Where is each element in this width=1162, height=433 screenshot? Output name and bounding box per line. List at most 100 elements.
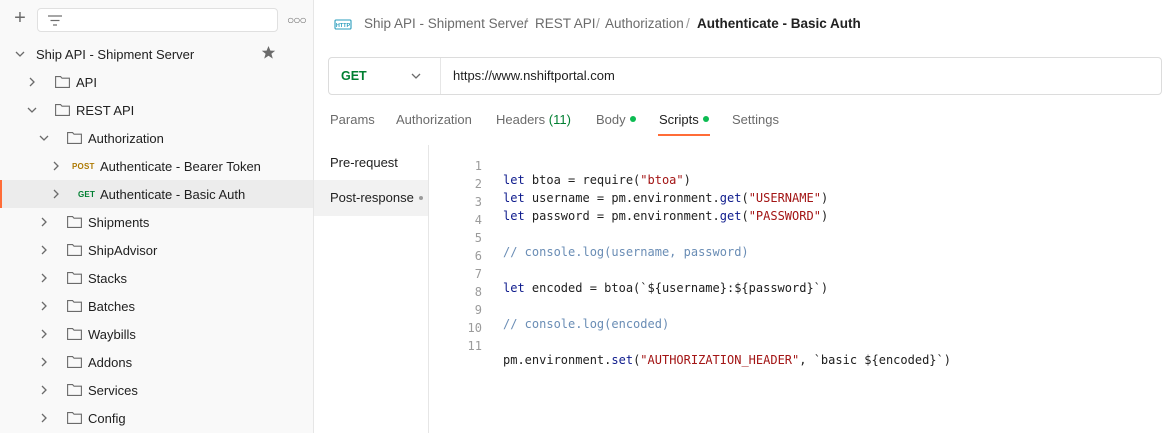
sidebar-item-label: ShipAdvisor: [88, 243, 158, 258]
sidebar-item-label: Authenticate - Basic Auth: [100, 187, 246, 202]
code-line: 11 pm.environment.set("AUTHORIZATION_HEA…: [430, 325, 951, 367]
status-dot: [629, 116, 636, 122]
line-number: 7: [474, 267, 482, 281]
pre-request-tab[interactable]: Pre-request: [314, 145, 428, 181]
code-text: let btoa = require("btoa"): [503, 173, 691, 187]
tab-body-label: Body: [596, 112, 626, 127]
sidebar-item-label: Batches: [88, 299, 135, 314]
folder-icon: [55, 104, 70, 116]
sidebar-item-label: Addons: [88, 355, 133, 370]
code-line: 5 // console.log(username, password): [430, 217, 749, 259]
line-number: 6: [474, 249, 482, 263]
code-editor[interactable]: 1 let btoa = require("btoa") 2 let usern…: [430, 145, 1162, 433]
http-request-icon: HTTP: [334, 19, 352, 30]
chevron-right-icon: [41, 413, 47, 423]
line-number: 8: [474, 285, 482, 299]
breadcrumb-authorization[interactable]: Authorization: [605, 16, 684, 31]
tab-scripts[interactable]: Scripts: [659, 112, 709, 127]
sidebar-item-basic-auth[interactable]: GET Authenticate - Basic Auth: [0, 180, 313, 208]
breadcrumb-separator: /: [596, 16, 600, 31]
tab-headers-label: Headers: [496, 112, 546, 127]
breadcrumb-separator: /: [686, 16, 690, 31]
code-line: 3 let password = pm.environment.get("PAS…: [430, 181, 828, 223]
star-icon[interactable]: [261, 45, 276, 60]
sidebar-item-addons[interactable]: Addons: [0, 348, 313, 376]
chevron-down-icon: [15, 51, 25, 57]
line-number: 4: [474, 213, 482, 227]
status-dot: [702, 116, 709, 122]
code-line: 10: [430, 307, 482, 335]
sidebar-item-shipments[interactable]: Shipments: [0, 208, 313, 236]
sidebar-item-label: Authenticate - Bearer Token: [100, 159, 261, 174]
sidebar-item-label: API: [76, 75, 97, 90]
tab-settings[interactable]: Settings: [732, 112, 779, 127]
sidebar: + ○○○ Ship API - Shipment Server API RES…: [0, 0, 314, 433]
request-url-bar: GET: [328, 57, 1162, 95]
code-text: // console.log(username, password): [503, 245, 749, 259]
sidebar-item-bearer-token[interactable]: POST Authenticate - Bearer Token: [0, 152, 313, 180]
method-badge-get: GET: [78, 190, 96, 199]
method-badge-post: POST: [72, 162, 95, 171]
tab-scripts-label: Scripts: [659, 112, 699, 127]
more-options-icon[interactable]: ○○○: [287, 13, 307, 27]
sidebar-item-shipadvisor[interactable]: ShipAdvisor: [0, 236, 313, 264]
chevron-right-icon: [29, 77, 35, 87]
breadcrumb-collection[interactable]: Ship API - Shipment Server: [364, 16, 529, 31]
add-button[interactable]: +: [14, 7, 26, 29]
chevron-right-icon: [41, 273, 47, 283]
sidebar-item-waybills[interactable]: Waybills: [0, 320, 313, 348]
line-number: 11: [467, 339, 482, 353]
sidebar-item-label: Shipments: [88, 215, 150, 230]
line-number: 5: [474, 231, 482, 245]
code-line: 4: [430, 199, 482, 227]
tab-headers[interactable]: Headers (11): [496, 112, 571, 127]
sidebar-item-label: Authorization: [88, 131, 164, 146]
svg-text:HTTP: HTTP: [336, 23, 351, 29]
pre-request-label: Pre-request: [330, 155, 398, 170]
tab-body[interactable]: Body: [596, 112, 636, 127]
sidebar-item-label: Config: [88, 411, 126, 426]
post-response-tab[interactable]: Post-response: [314, 180, 428, 216]
code-text: // console.log(encoded): [503, 317, 670, 331]
code-text: pm.environment.set("AUTHORIZATION_HEADER…: [503, 353, 951, 367]
code-text: let encoded = btoa(`${username}:${passwo…: [503, 281, 829, 295]
folder-icon: [67, 216, 82, 228]
folder-icon: [67, 384, 82, 396]
breadcrumb-rest-api[interactable]: REST API: [535, 16, 596, 31]
sidebar-item-config[interactable]: Config: [0, 404, 313, 432]
folder-icon: [67, 132, 82, 144]
active-tab-indicator: [658, 134, 710, 136]
method-dropdown[interactable]: GET: [329, 58, 441, 94]
chevron-right-icon: [41, 329, 47, 339]
line-number: 9: [474, 303, 482, 317]
chevron-right-icon: [41, 301, 47, 311]
chevron-right-icon: [53, 189, 59, 199]
chevron-right-icon: [41, 245, 47, 255]
filter-input[interactable]: [37, 8, 278, 32]
method-value: GET: [341, 69, 367, 83]
filter-icon: [48, 15, 62, 26]
sidebar-item-services[interactable]: Services: [0, 376, 313, 404]
chevron-right-icon: [53, 161, 59, 171]
collection-row[interactable]: Ship API - Shipment Server: [0, 40, 313, 68]
sidebar-item-label: Services: [88, 383, 138, 398]
url-input[interactable]: [453, 68, 1053, 83]
page-title: Authenticate - Basic Auth: [697, 16, 861, 31]
sidebar-item-label: Stacks: [88, 271, 128, 286]
sidebar-item-api[interactable]: API: [0, 68, 313, 96]
headers-count: (11): [548, 112, 571, 127]
sidebar-item-batches[interactable]: Batches: [0, 292, 313, 320]
chevron-down-icon: [39, 135, 49, 141]
chevron-down-icon: [27, 107, 37, 113]
sidebar-item-authorization[interactable]: Authorization: [0, 124, 313, 152]
code-line: 2 let username = pm.environment.get("USE…: [430, 163, 828, 205]
post-response-text: Post-response: [330, 190, 414, 205]
sidebar-item-label: Waybills: [88, 327, 136, 342]
sidebar-item-label: REST API: [76, 103, 135, 118]
tab-authorization[interactable]: Authorization: [396, 112, 472, 127]
code-line: 6: [430, 235, 482, 263]
sidebar-item-stacks[interactable]: Stacks: [0, 264, 313, 292]
sidebar-item-rest-api[interactable]: REST API: [0, 96, 313, 124]
folder-icon: [67, 300, 82, 312]
tab-params[interactable]: Params: [330, 112, 375, 127]
